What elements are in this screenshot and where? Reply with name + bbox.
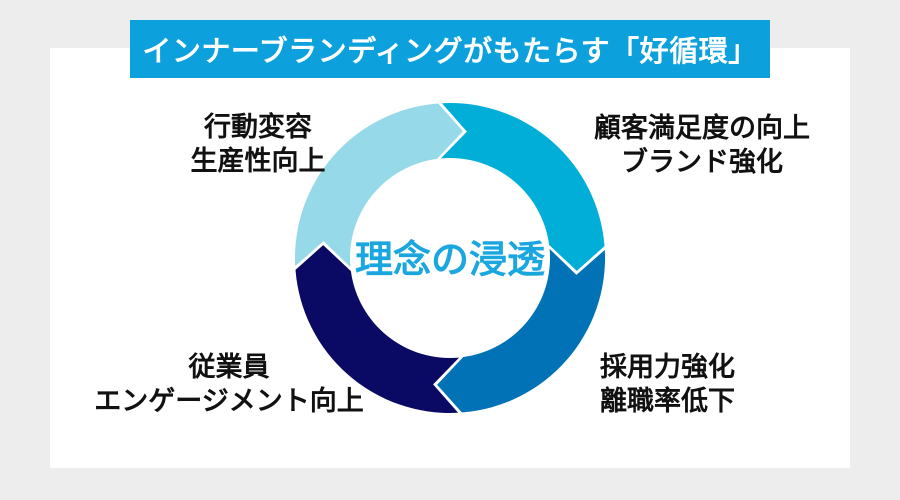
label-top-left-line1: 行動変容 xyxy=(204,112,312,142)
label-top-right-line1: 顧客満足度の向上 xyxy=(594,113,810,143)
label-bottom-right-line1: 採用力強化 xyxy=(600,352,735,382)
cycle-ring-svg xyxy=(294,102,606,414)
label-top-right: 顧客満足度の向上 ブランド強化 xyxy=(594,111,810,179)
cycle-center-label: 理念の浸透 xyxy=(354,239,546,282)
label-bottom-left-line2: エンゲージメント向上 xyxy=(94,386,364,416)
label-top-right-line2: ブランド強化 xyxy=(621,147,783,177)
label-bottom-right: 採用力強化 離職率低下 xyxy=(600,350,735,418)
label-top-left: 行動変容 生産性向上 xyxy=(191,110,326,178)
label-bottom-left: 従業員 エンゲージメント向上 xyxy=(94,350,363,418)
ring-segment-top-left xyxy=(294,103,463,268)
ring-segment-bottom-left xyxy=(295,245,460,414)
label-top-left-line2: 生産性向上 xyxy=(190,146,326,176)
label-bottom-left-line1: 従業員 xyxy=(188,352,270,382)
label-bottom-right-line2: 離職率低下 xyxy=(600,386,735,416)
ring-segment-top-right xyxy=(440,102,605,271)
ring-segment-bottom-right xyxy=(437,248,606,413)
title-banner: インナーブランディングがもたらす「好循環」 xyxy=(130,20,770,78)
title-text: インナーブランディングがもたらす「好循環」 xyxy=(142,36,758,68)
